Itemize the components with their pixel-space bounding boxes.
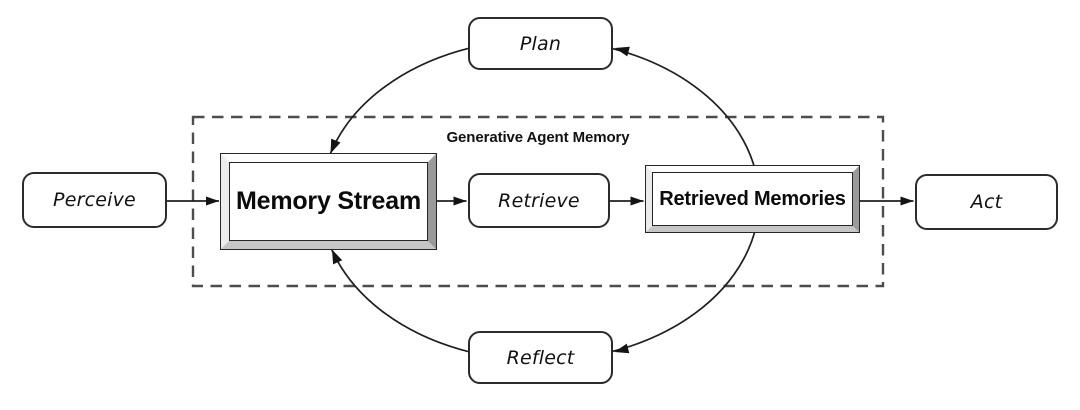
node-perceive-label: Perceive	[53, 189, 136, 211]
arrowhead-into-reflect-icon	[614, 343, 630, 354]
retrieved-memories-bevel-frame: Retrieved Memories	[646, 166, 859, 232]
arrowhead-into-plan-icon	[615, 46, 630, 57]
arrowhead-into-memory-stream-bottom-icon	[332, 249, 343, 265]
memory-boundary-title: Generative Agent Memory	[446, 129, 630, 146]
node-memory-stream: Memory Stream	[220, 153, 437, 250]
node-act: Act	[915, 174, 1058, 230]
node-reflect: Reflect	[468, 331, 613, 384]
memory-stream-bevel-frame: Memory Stream	[221, 154, 436, 249]
node-retrieve: Retrieve	[468, 173, 610, 228]
node-act-label: Act	[970, 191, 1003, 213]
node-plan: Plan	[468, 17, 613, 70]
memory-boundary-box	[191, 115, 885, 288]
arrowhead-into-memory-stream-top-icon	[330, 138, 341, 154]
node-retrieved-memories-label: Retrieved Memories	[659, 187, 846, 210]
node-perceive: Perceive	[22, 172, 167, 228]
node-memory-stream-label: Memory Stream	[236, 187, 421, 215]
node-retrieved-memories: Retrieved Memories	[645, 165, 860, 233]
node-plan-label: Plan	[519, 32, 562, 55]
node-retrieve-label: Retrieve	[498, 189, 580, 212]
node-reflect-label: Reflect	[506, 346, 575, 369]
